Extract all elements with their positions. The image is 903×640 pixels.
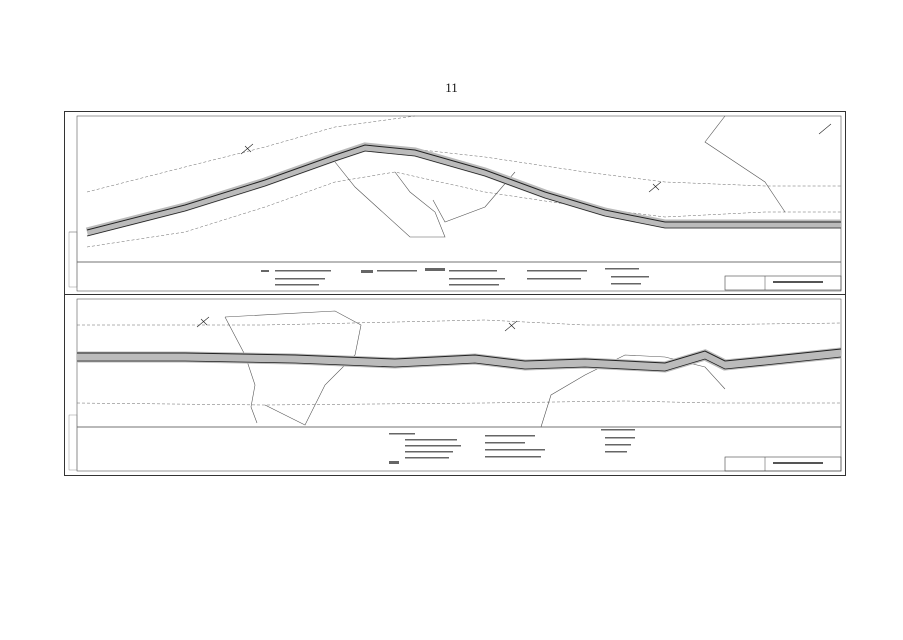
route-plan-drawing-bottom — [68, 298, 842, 472]
drawing-sheet-bottom — [64, 294, 846, 476]
page-number: 11 — [445, 80, 458, 95]
route-plan-drawing-top — [68, 115, 842, 292]
drawing-sheet-top — [64, 111, 846, 296]
